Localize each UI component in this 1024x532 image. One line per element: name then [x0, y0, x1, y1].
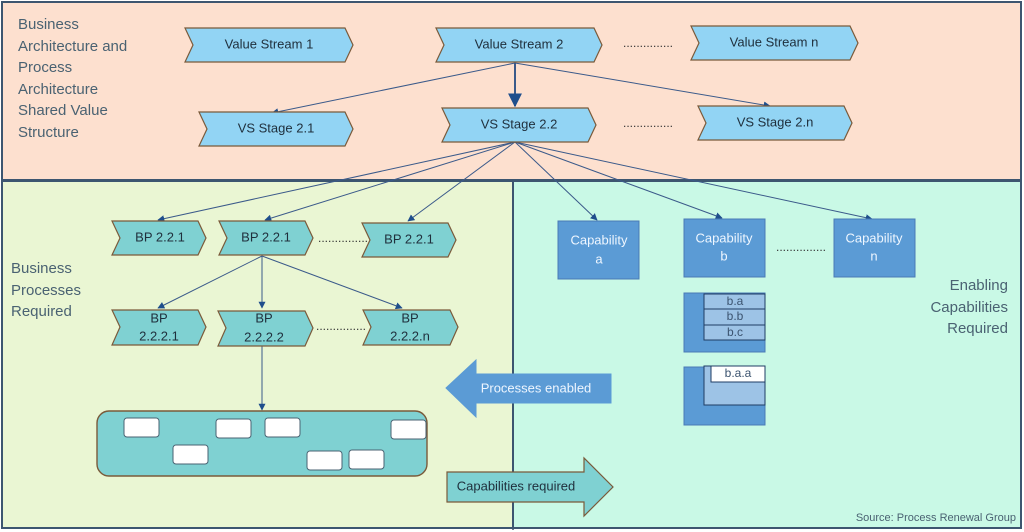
activity-box — [123, 417, 160, 438]
sub-process-2-line2: 2.2.2.2 — [244, 329, 284, 344]
sub-capability-b-a[interactable]: b.a — [703, 293, 766, 310]
bp-ellipsis: ............... — [318, 231, 369, 245]
capability-n-line2: n — [870, 248, 877, 263]
sub-capability-b-b-label: b.b — [727, 309, 744, 323]
connector-stage22-bp1 — [157, 141, 516, 223]
sub-process-3-line2: 2.2.2.n — [390, 328, 430, 343]
value-stream-row: Value Stream 1 Value Stream 2 Value Stre… — [184, 25, 859, 63]
sub-capability-b-a-a-label: b.a.a — [725, 366, 752, 380]
vs-stage-2-n-label: VS Stage 2.n — [737, 114, 814, 129]
business-process-3[interactable]: BP 2.2.1 — [361, 222, 457, 258]
activity-box — [215, 418, 252, 439]
business-process-row: BP 2.2.1 BP 2.2.1 BP 2.2.1 — [111, 220, 457, 258]
vs-stage-2-1[interactable]: VS Stage 2.1 — [198, 111, 354, 147]
sub-capability-b-b[interactable]: b.b — [703, 308, 766, 326]
sub-process-ellipsis: ............... — [316, 319, 367, 333]
activity-box — [172, 444, 209, 465]
capability-b-decomposition[interactable]: b.a b.b b.c — [683, 292, 766, 353]
processes-enabled-arrow[interactable]: Processes enabled — [445, 358, 612, 419]
enabling-capabilities-label: Enabling Capabilities Required — [930, 277, 1008, 337]
sub-capability-b-c-label: b.c — [727, 325, 743, 339]
vs-stage-2-2[interactable]: VS Stage 2.2 — [441, 107, 597, 143]
business-process-1-label: BP 2.2.1 — [135, 229, 185, 244]
capability-b[interactable]: Capability b — [683, 218, 766, 278]
sub-capability-b-a-a[interactable]: b.a.a — [710, 365, 766, 383]
connector-vs2-stage2n — [514, 62, 771, 109]
sub-process-3[interactable]: BP — [362, 309, 459, 346]
business-process-2[interactable]: BP 2.2.1 — [218, 220, 314, 256]
sub-process-1[interactable]: BP — [111, 309, 207, 346]
capability-a-line1: Capability — [570, 232, 628, 247]
sub-process-1-line2: 2.2.2.1 — [139, 328, 179, 343]
connector-bp2-sub3 — [261, 255, 403, 310]
vs-stage-ellipsis: ............... — [623, 116, 674, 130]
connector-vs2-stage21 — [271, 62, 516, 116]
sub-capability-b-c[interactable]: b.c — [703, 324, 766, 341]
sub-process-1-line1: BP — [150, 310, 167, 325]
capabilities-required-arrow[interactable]: Capabilities required — [446, 456, 614, 518]
business-process-1[interactable]: BP 2.2.1 — [111, 220, 207, 256]
vs-stage-2-1-label: VS Stage 2.1 — [238, 120, 315, 135]
value-stream-n-label: Value Stream n — [730, 34, 819, 49]
sub-capability-b-a-label: b.a — [727, 294, 744, 308]
vs-stage-2-2-label: VS Stage 2.2 — [481, 116, 558, 131]
value-stream-1[interactable]: Value Stream 1 — [184, 27, 354, 63]
connector-bp2-sub1 — [157, 255, 263, 309]
connector-stage22-cap-n — [514, 141, 873, 222]
activity-box — [306, 450, 343, 471]
capability-row: Capability a Capability b Capability n — [557, 218, 916, 280]
capability-ellipsis: ............... — [776, 240, 827, 254]
value-stream-n[interactable]: Value Stream n — [690, 25, 859, 61]
capability-n[interactable]: Capability n — [833, 218, 916, 278]
activity-box — [264, 417, 301, 438]
connector-stage22-bp3 — [407, 141, 516, 222]
capability-b-line1: Capability — [695, 230, 753, 245]
connector-stage22-cap-b — [514, 141, 723, 220]
value-stream-2[interactable]: Value Stream 2 — [435, 27, 603, 63]
value-structure-label: Business Architecture and Process Archit… — [18, 16, 128, 141]
process-map[interactable] — [96, 410, 428, 477]
business-processes-label: Business Processes Required — [11, 260, 82, 320]
capabilities-required-label: Capabilities required — [457, 478, 576, 493]
value-stream-1-label: Value Stream 1 — [225, 36, 314, 51]
capability-b-line2: b — [720, 248, 727, 263]
value-stream-ellipsis: ............... — [623, 36, 674, 50]
activity-box — [390, 419, 427, 440]
business-process-2-label: BP 2.2.1 — [241, 229, 291, 244]
sub-process-2-line1: BP — [255, 310, 272, 325]
processes-enabled-label: Processes enabled — [481, 380, 592, 395]
source-credit: Source: Process Renewal Group — [855, 512, 1016, 524]
activity-box — [348, 449, 385, 470]
connector-stage22-bp2 — [264, 141, 516, 222]
sub-process-3-line1: BP — [401, 310, 418, 325]
capability-n-line1: Capability — [845, 230, 903, 245]
value-stream-2-label: Value Stream 2 — [475, 36, 564, 51]
sub-process-row: BP 2.2.2.1 BP 2.2.2.2 BP 2.2.2.n — [111, 309, 459, 347]
process-activity-boxes — [123, 417, 427, 471]
vs-stage-row: VS Stage 2.1 VS Stage 2.2 VS Stage 2.n — [198, 105, 853, 147]
sub-process-2[interactable]: BP — [217, 310, 314, 347]
capability-b-a-decomposition[interactable]: b.a.a — [683, 365, 766, 426]
capability-a-line2: a — [595, 251, 603, 266]
connector-stage22-cap-a — [514, 141, 598, 221]
vs-stage-2-n[interactable]: VS Stage 2.n — [697, 105, 853, 141]
business-process-3-label: BP 2.2.1 — [384, 231, 434, 246]
connectors — [157, 62, 873, 411]
capability-a[interactable]: Capability a — [557, 220, 640, 280]
